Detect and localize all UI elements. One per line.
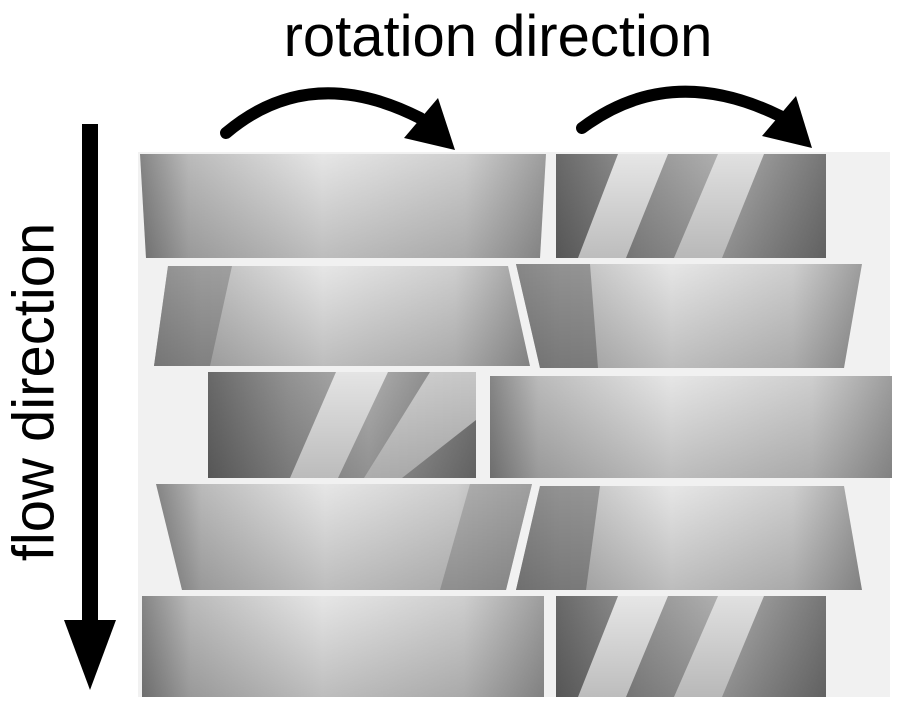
rotation-arrow-right — [576, 85, 812, 148]
left-screw-element-1 — [140, 154, 546, 258]
rotation-arrow-left — [220, 87, 455, 150]
right-screw-element-1 — [556, 154, 826, 258]
left-screw-element-4 — [156, 484, 532, 590]
left-screw — [140, 154, 546, 697]
left-screw-element-2 — [154, 266, 530, 366]
left-screw-element-5 — [142, 596, 544, 697]
right-screw-element-2 — [516, 264, 862, 368]
right-screw-element-5 — [556, 596, 826, 697]
right-screw — [490, 154, 892, 697]
flow-arrow — [64, 124, 116, 690]
right-screw-element-3 — [490, 376, 892, 478]
rotation-direction-label: rotation direction — [283, 4, 713, 69]
left-screw-element-3 — [208, 372, 476, 478]
right-screw-element-4 — [516, 486, 862, 590]
